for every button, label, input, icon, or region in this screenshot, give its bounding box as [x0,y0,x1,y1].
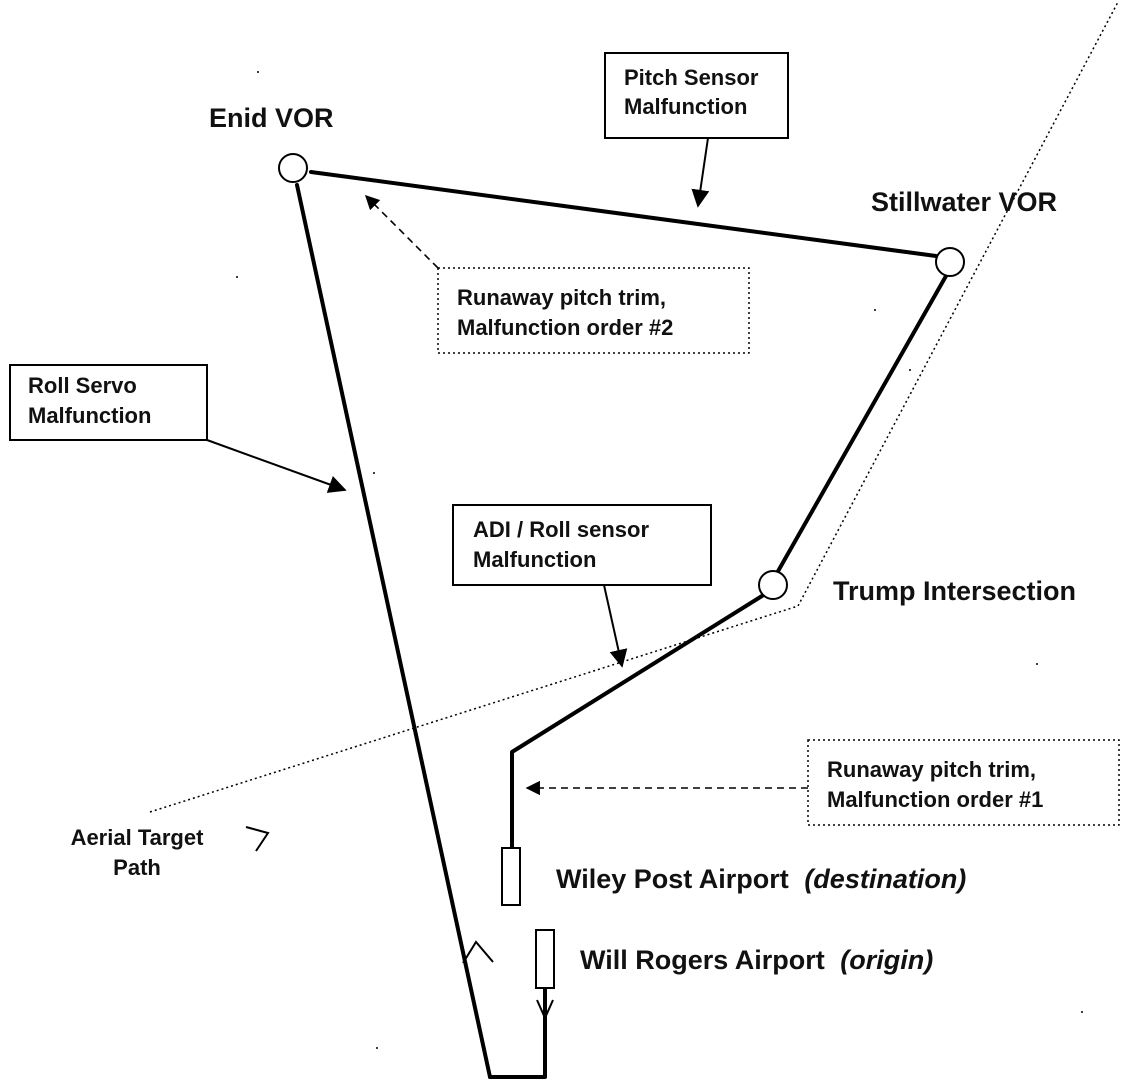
runaway-trim-2-callout-box [437,267,750,354]
stillwater-vor-marker [935,247,965,277]
adi-roll-callout-arrow [603,584,628,668]
route-leg-enid-to-stillwater [309,170,938,258]
will-rogers-airport-marker [535,929,555,989]
pitch-sensor-callout-arrow [691,137,710,208]
aerial-target-path-line [149,1,1119,813]
aerial-target-label-line-2: Path [113,855,161,880]
speckle-mark [909,369,911,371]
wiley-post-airport-label: Wiley Post Airport (destination) [556,864,966,894]
speckle-mark [1036,663,1038,665]
roll-servo-callout-line-1: Roll Servo [28,373,137,398]
stillwater-vor-label: Stillwater VOR [871,187,1057,217]
will-rogers-airport-role: (origin) [840,945,933,975]
will-rogers-airport-label: Will Rogers Airport (origin) [580,945,933,975]
adi-roll-callout-line-2: Malfunction [473,547,596,572]
runaway-trim-2-callout-line-2: Malfunction order #2 [457,315,673,340]
runaway-trim-2-callout-arrow [364,194,439,269]
adi-roll-callout-box [452,504,712,586]
route-leg-trump-to-wiley-post [510,594,764,850]
aerial-target-direction-chevron [245,826,270,852]
runaway-trim-2-callout-line-1: Runaway pitch trim, [457,285,666,310]
wiley-post-airport-role: (destination) [804,864,966,894]
roll-servo-callout-box [9,364,208,441]
wiley-post-airport-name: Wiley Post Airport [556,864,789,894]
route-leg-stillwater-to-trump [775,274,948,575]
pitch-sensor-callout-box [604,52,789,139]
enid-vor-marker [278,153,308,183]
will-rogers-airport-name: Will Rogers Airport [580,945,825,975]
speckle-mark [1081,1011,1083,1013]
roll-servo-callout-line-2: Malfunction [28,403,151,428]
roll-servo-callout-arrow [206,439,347,493]
runaway-trim-1-callout-box [807,739,1120,826]
runaway-trim-1-callout-line-2: Malfunction order #1 [827,787,1043,812]
runaway-trim-1-callout-line-1: Runaway pitch trim, [827,757,1036,782]
enid-vor-label: Enid VOR [209,103,334,133]
trump-intersection-label: Trump Intersection [833,576,1076,606]
speckle-mark [236,276,238,278]
speckle-mark [874,309,876,311]
wiley-post-airport-marker [501,847,521,906]
trump-intersection-marker [758,570,788,600]
adi-roll-callout-line-1: ADI / Roll sensor [473,517,649,542]
speckle-mark [376,1047,378,1049]
pitch-sensor-callout-line-1: Pitch Sensor [624,65,759,90]
pitch-sensor-callout-line-2: Malfunction [624,94,747,119]
route-direction-chevron-west-leg [462,940,494,964]
aerial-target-label-line-1: Aerial Target [71,825,205,850]
speckle-mark [257,71,259,73]
route-direction-chevron-south [536,999,554,1021]
route-leg-south-to-enid [295,183,492,1079]
speckle-mark [373,472,375,474]
